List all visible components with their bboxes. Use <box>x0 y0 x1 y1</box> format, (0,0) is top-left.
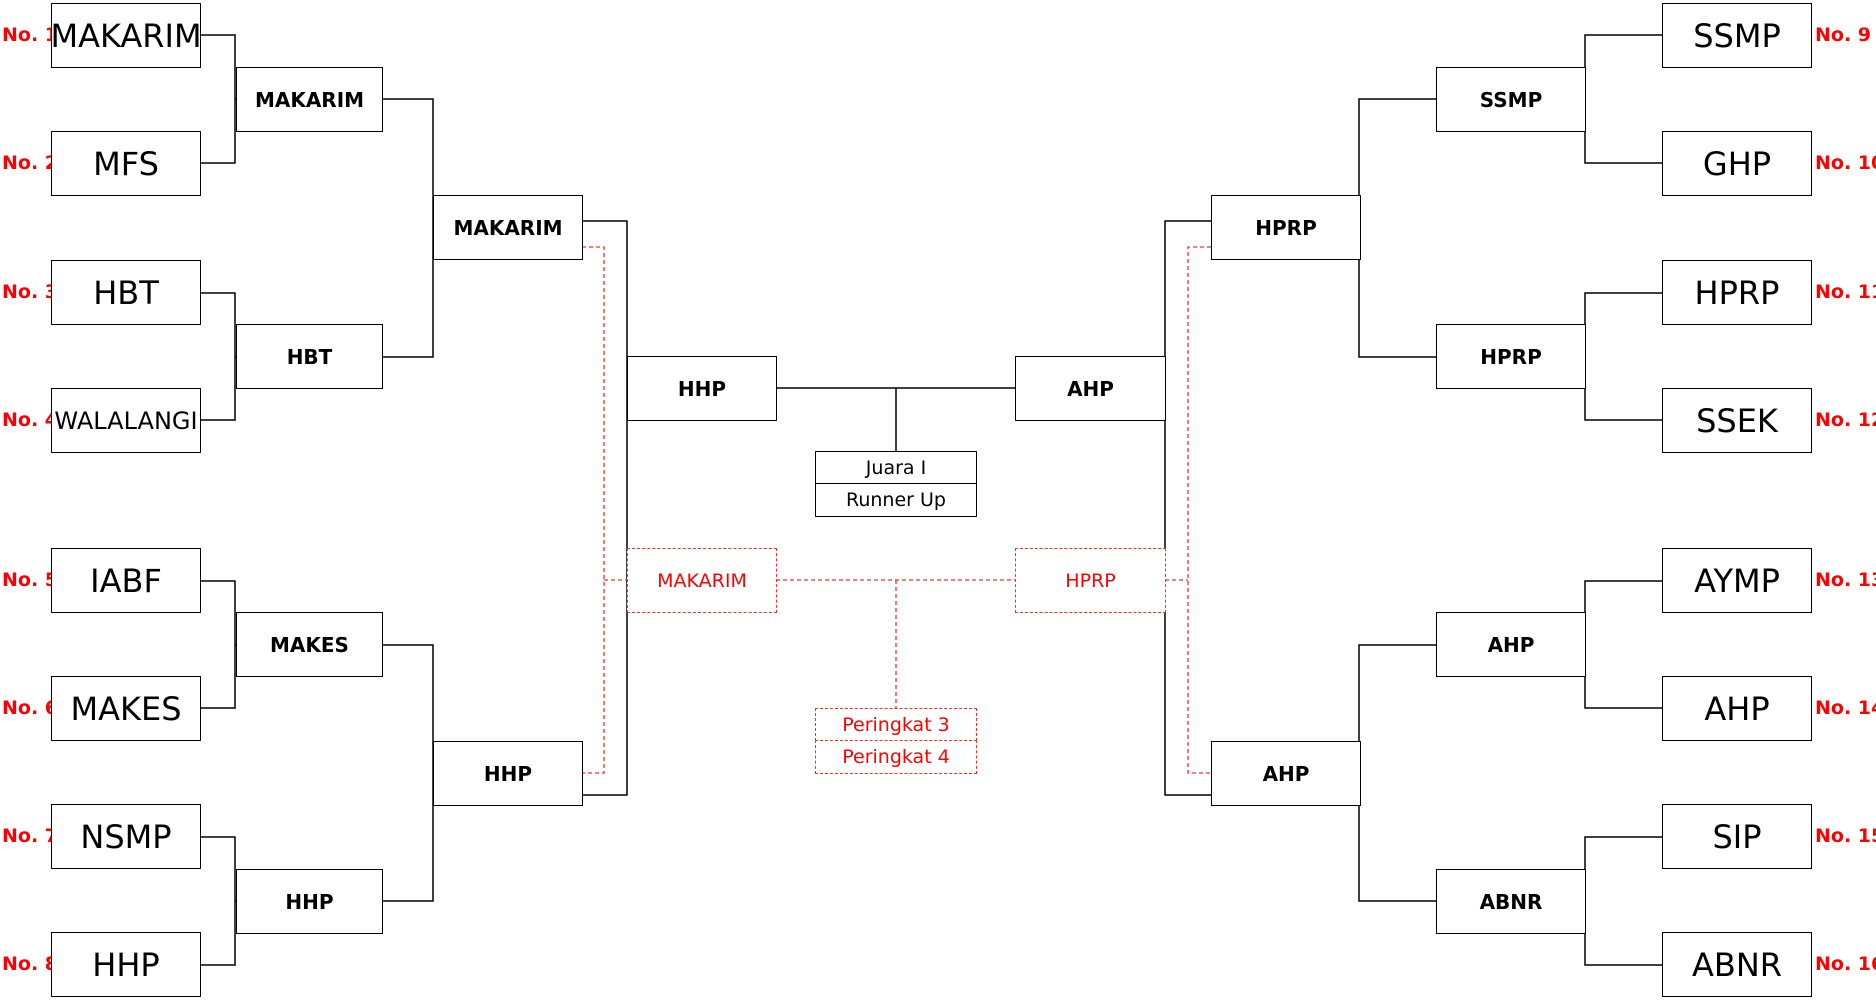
team-box-14: AHP <box>1662 676 1812 741</box>
third-place-box-left: MAKARIM <box>627 548 777 613</box>
team-box-16: ABNR <box>1662 932 1812 997</box>
third-place-label: Peringkat 3 <box>815 708 977 741</box>
team-box-1: MAKARIM <box>50 3 202 68</box>
round2-box-2: HBT <box>236 324 383 389</box>
round2-box-3: MAKES <box>236 612 383 677</box>
seed-label-15: No. 15 <box>1815 825 1876 847</box>
final-box-left: HHP <box>627 356 777 421</box>
round2-box-8: ABNR <box>1436 869 1586 934</box>
team-box-10: GHP <box>1662 131 1812 196</box>
seed-label-7: No. 7 <box>2 825 59 847</box>
round2-box-6: HPRP <box>1436 324 1586 389</box>
team-box-2: MFS <box>51 131 201 196</box>
round3-box-1: MAKARIM <box>433 195 583 260</box>
round3-box-4: AHP <box>1211 741 1361 806</box>
round2-box-7: AHP <box>1436 612 1586 677</box>
round3-box-2: HHP <box>433 741 583 806</box>
seed-label-11: No. 11 <box>1815 281 1876 303</box>
team-box-13: AYMP <box>1662 548 1812 613</box>
seed-label-16: No. 16 <box>1815 953 1876 975</box>
team-box-6: MAKES <box>51 676 201 741</box>
round2-box-1: MAKARIM <box>236 67 383 132</box>
seed-label-2: No. 2 <box>2 152 59 174</box>
seed-label-9: No. 9 <box>1815 24 1872 46</box>
round2-box-5: SSMP <box>1436 67 1586 132</box>
seed-label-10: No. 10 <box>1815 152 1876 174</box>
seed-label-13: No. 13 <box>1815 569 1876 591</box>
seed-label-14: No. 14 <box>1815 697 1876 719</box>
round3-box-3: HPRP <box>1211 195 1361 260</box>
final-box-right: AHP <box>1015 356 1166 421</box>
team-box-5: IABF <box>51 548 201 613</box>
seed-label-4: No. 4 <box>2 409 59 431</box>
team-box-7: NSMP <box>51 804 201 869</box>
seed-label-8: No. 8 <box>2 953 59 975</box>
team-box-9: SSMP <box>1662 3 1812 68</box>
round2-box-4: HHP <box>236 869 383 934</box>
seed-label-12: No. 12 <box>1815 409 1876 431</box>
champion-label: Juara I <box>815 451 977 484</box>
seed-label-1: No. 1 <box>2 24 59 46</box>
team-box-12: SSEK <box>1662 388 1812 453</box>
team-box-15: SIP <box>1662 804 1812 869</box>
runner-up-label: Runner Up <box>815 483 977 517</box>
seed-label-3: No. 3 <box>2 281 59 303</box>
third-place-box-right: HPRP <box>1015 548 1166 613</box>
fourth-place-label: Peringkat 4 <box>815 740 977 774</box>
team-box-8: HHP <box>51 932 201 997</box>
seed-label-6: No. 6 <box>2 697 59 719</box>
seed-label-5: No. 5 <box>2 569 59 591</box>
team-box-11: HPRP <box>1662 260 1812 325</box>
team-box-4: WALALANGI <box>51 388 201 453</box>
team-box-3: HBT <box>51 260 201 325</box>
third-place-connectors <box>582 246 1211 774</box>
